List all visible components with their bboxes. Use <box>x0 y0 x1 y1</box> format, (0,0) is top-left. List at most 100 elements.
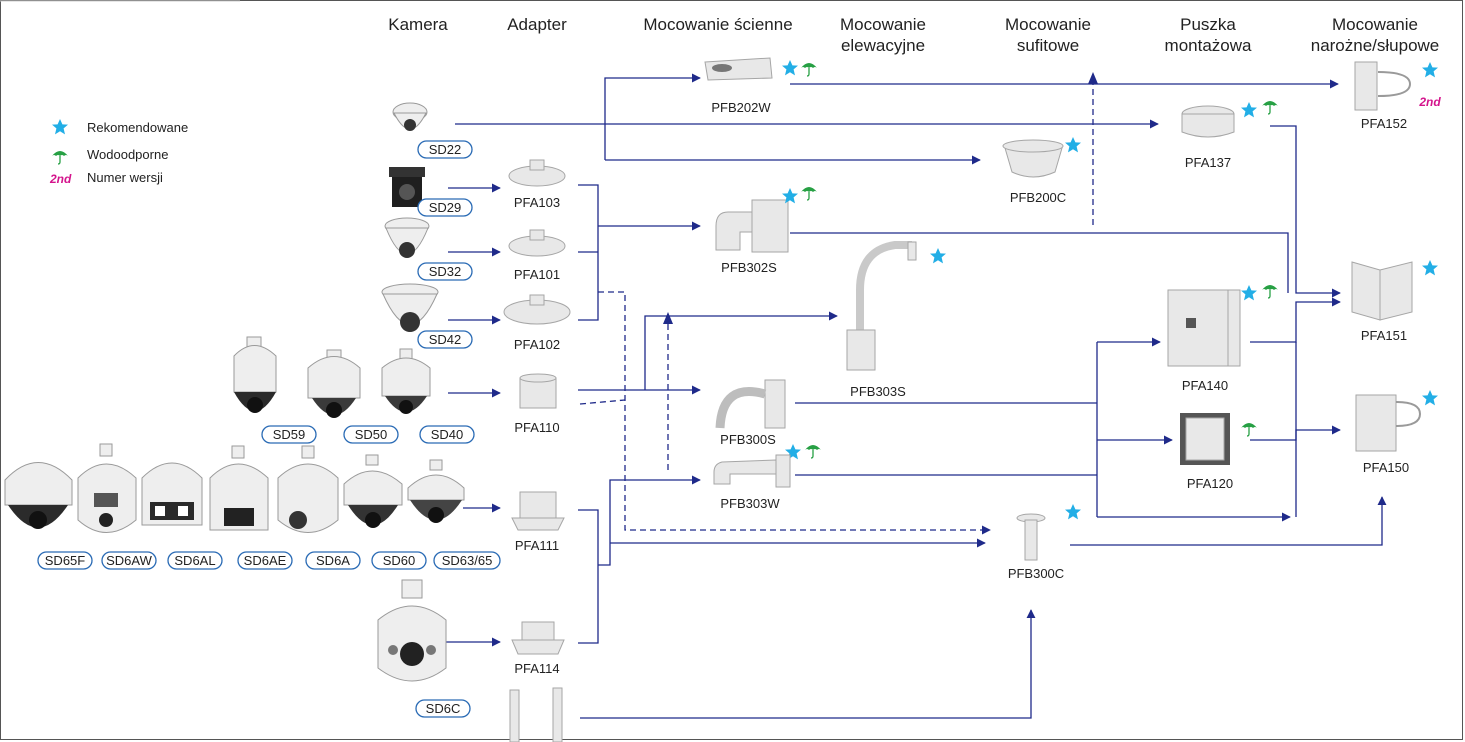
box-pfa137[interactable] <box>1181 105 1235 138</box>
camera-label-sd59: SD59 <box>273 427 306 442</box>
header-mocowanie-elewacyjne-line1: Mocowanie <box>840 15 926 34</box>
box-pfa120[interactable] <box>1180 413 1230 465</box>
mount-label-pfb300s: PFB300S <box>720 432 776 447</box>
mount-pfb202w[interactable] <box>704 57 773 81</box>
camera-label-sd65f: SD65F <box>45 553 86 568</box>
header-narozne-line2: narożne/słupowe <box>1311 36 1440 55</box>
header-mocowanie-elewacyjne-line2: elewacyjne <box>841 36 925 55</box>
camera-sd6a[interactable] <box>277 445 339 533</box>
umbrella-icon <box>800 186 818 201</box>
camera-label-sd50: SD50 <box>355 427 388 442</box>
camera-sd29[interactable] <box>389 167 425 207</box>
pill-sd50: SD50 <box>343 425 399 444</box>
pill-sd6c: SD6C <box>415 699 471 718</box>
header-mocowanie-sufitowe-line1: Mocowanie <box>1005 15 1091 34</box>
camera-sd50[interactable] <box>307 349 361 418</box>
pill-sd6365: SD63/65 <box>433 551 501 570</box>
legend-recommended: Rekomendowane <box>87 120 188 135</box>
adapter-pfa110[interactable] <box>519 373 557 409</box>
mount-label-pfb302s: PFB302S <box>721 260 777 275</box>
box-pfa140[interactable] <box>1167 289 1241 367</box>
camera-label-sd6c: SD6C <box>426 701 461 716</box>
camera-label-sd42: SD42 <box>429 332 462 347</box>
adapter-pfa103[interactable] <box>508 159 566 187</box>
pill-sd29: SD29 <box>417 198 473 217</box>
box-label-pfa140: PFA140 <box>1182 378 1228 393</box>
pill-sd60: SD60 <box>371 551 427 570</box>
mounts: PFB202W PFB302S PFB300S PFB303W <box>704 57 1441 581</box>
camera-sd22[interactable] <box>392 102 428 131</box>
camera-label-sd32: SD32 <box>429 264 462 279</box>
camera-sd59[interactable] <box>233 336 277 413</box>
adapter-label-pfa110: PFA110 <box>514 420 559 435</box>
pill-sd65f: SD65F <box>37 551 93 570</box>
legend-version-mark: 2nd <box>49 172 72 186</box>
pole-mount-label-pfa150: PFA150 <box>1363 460 1409 475</box>
mount-label-pfb202w: PFB202W <box>711 100 771 115</box>
mount-pfb300c[interactable] <box>1016 513 1046 561</box>
camera-sd40[interactable] <box>381 348 431 414</box>
legend: Rekomendowane Wodoodporne 2nd Numer wers… <box>49 119 188 186</box>
mount-pfb303w[interactable] <box>713 454 791 488</box>
adapter-pfa114[interactable] <box>511 621 565 655</box>
adapter-pfa101[interactable] <box>508 229 566 257</box>
camera-label-sd40: SD40 <box>431 427 464 442</box>
adapter-label-pfa102: PFA102 <box>514 337 560 352</box>
camera-label-sd6a: SD6A <box>316 553 350 568</box>
pole-mount-label-pfa152: PFA152 <box>1361 116 1407 131</box>
pill-sd22: SD22 <box>417 140 473 159</box>
pill-sd32: SD32 <box>417 262 473 281</box>
camera-sd65f[interactable] <box>4 462 73 530</box>
umbrella-icon <box>1240 422 1258 437</box>
star-icon <box>1065 504 1081 520</box>
pill-sd6a: SD6A <box>305 551 361 570</box>
star-icon <box>1422 390 1438 406</box>
umbrella-icon <box>800 62 818 77</box>
camera-label-sd6aw: SD6AW <box>106 553 152 568</box>
legend-waterproof: Wodoodporne <box>87 147 168 162</box>
adapter-pfa102[interactable] <box>503 294 571 325</box>
pole-mount-pfa152[interactable] <box>1354 61 1412 111</box>
header-puszka-line1: Puszka <box>1180 15 1236 34</box>
header-mocowanie-scienne: Mocowanie ścienne <box>643 15 792 34</box>
box-label-pfa137: PFA137 <box>1185 155 1231 170</box>
camera-sd6aw[interactable] <box>77 443 137 533</box>
star-icon <box>1241 285 1257 301</box>
camera-sd6c[interactable] <box>377 579 447 682</box>
umbrella-icon <box>1261 284 1279 299</box>
mount-pfb200c[interactable] <box>1002 139 1064 178</box>
corner-mount-pfa151[interactable] <box>1351 261 1413 321</box>
header-puszka-line2: montażowa <box>1165 36 1252 55</box>
box-label-pfa120: PFA120 <box>1187 476 1233 491</box>
camera-label-sd29: SD29 <box>429 200 462 215</box>
mount-pfb303s[interactable] <box>846 241 917 371</box>
pill-sd40: SD40 <box>419 425 475 444</box>
header-adapter: Adapter <box>507 15 567 34</box>
camera-sd60[interactable] <box>343 454 403 528</box>
umbrella-icon <box>1261 100 1279 115</box>
star-icon <box>1065 137 1081 153</box>
camera-label-sd6ae: SD6AE <box>244 553 287 568</box>
extension-poles <box>509 687 563 742</box>
pill-sd6ae: SD6AE <box>237 551 293 570</box>
adapter-pfa111[interactable] <box>511 491 565 531</box>
camera-sd6365[interactable] <box>407 459 465 523</box>
header-narozne-line1: Mocowanie <box>1332 15 1418 34</box>
star-icon <box>1422 260 1438 276</box>
star-icon <box>1422 62 1438 78</box>
camera-sd6al[interactable] <box>141 462 203 526</box>
version-mark-pfa152: 2nd <box>1418 95 1441 109</box>
pole-mount-pfa150[interactable] <box>1355 394 1422 452</box>
camera-label-sd60: SD60 <box>383 553 416 568</box>
camera-sd32[interactable] <box>384 217 430 258</box>
mount-pfb300s[interactable] <box>715 379 786 429</box>
mount-pfb302s[interactable] <box>715 199 789 253</box>
camera-sd6ae[interactable] <box>209 445 269 531</box>
star-icon <box>782 60 798 76</box>
camera-sd42[interactable] <box>381 283 439 332</box>
cameras: SD22 SD29 SD32 SD42 <box>4 102 563 742</box>
legend-version: Numer wersji <box>87 170 163 185</box>
mount-label-pfb303s: PFB303S <box>850 384 906 399</box>
